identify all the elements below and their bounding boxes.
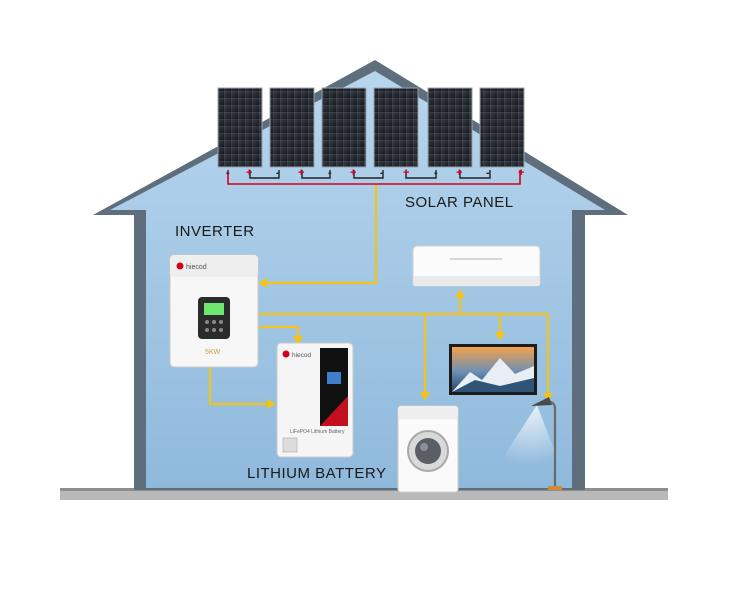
solar-panel-array [217,87,525,168]
solar-panel-icon [373,87,419,168]
solar-panel-label: SOLAR PANEL [405,194,514,211]
inverter-label: INVERTER [175,223,255,240]
inverter-brand: hiecod [186,264,207,271]
polarity-plus: + [518,167,524,179]
solar-panel-icon [321,87,367,168]
polarity-plus: + [246,167,252,179]
polarity-minus: - [380,167,384,179]
floor-lamp-icon [498,397,562,490]
solar-panel-icon [427,87,473,168]
lithium-battery-label: LITHIUM BATTERY [247,465,386,482]
polarity-plus: + [403,167,409,179]
air-conditioner-icon [412,245,541,287]
solar-panel-icon [479,87,525,168]
solar-panel-icon [269,87,315,168]
lithium-battery-icon: hiecod LiFePO4 Lithium Battery [276,342,354,458]
polarity-minus: - [434,167,438,179]
polarity-plus: + [350,167,356,179]
panel-series-wiring: - + - + - + - + - + - + [226,167,524,185]
polarity-minus: - [276,167,280,179]
ground-slab [60,490,668,500]
polarity-minus: - [226,167,230,179]
battery-brand: hiecod [292,352,312,359]
solar-panel-icon [217,87,263,168]
washing-machine-icon [397,405,459,493]
battery-model: LiFePO4 Lithium Battery [290,429,345,435]
polarity-minus: - [328,167,332,179]
polarity-minus: - [486,167,490,179]
inverter-icon: hiecod 5KW [169,254,259,368]
inverter-badge: 5KW [205,349,221,356]
polarity-plus: + [456,167,462,179]
tv-icon [449,344,537,395]
polarity-plus: + [298,167,304,179]
